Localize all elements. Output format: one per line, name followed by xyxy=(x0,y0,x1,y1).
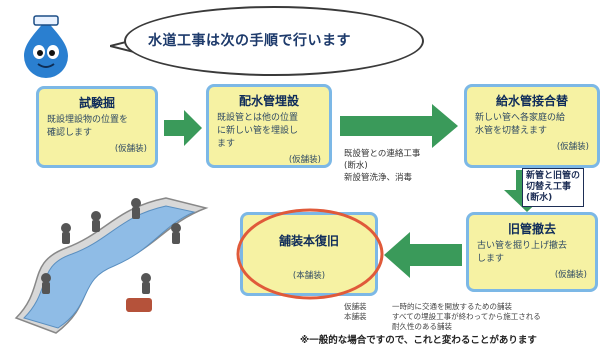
step-desc: 新しい管へ各家庭の給 水管を切替えます xyxy=(475,112,589,138)
step-desc-line: 既設埋設物の位置を xyxy=(47,115,129,125)
step-tag: (本舗装) xyxy=(292,271,326,281)
footnote: ※一般的な場合ですので、これと変わることがあります xyxy=(300,335,537,346)
highlight-circle xyxy=(236,208,384,300)
legend-desc: 一時的に交通を開放するための舗装 xyxy=(392,302,512,311)
step-final-paving: 舗装本復旧 (本舗装) xyxy=(240,212,378,296)
step-title: 試験掘 xyxy=(78,96,115,110)
bubble-text: 水道工事は次の手順で行います xyxy=(148,33,351,49)
step-tag: (仮舗装) xyxy=(288,155,321,165)
arrow-left-icon xyxy=(384,232,462,278)
legend-row: 仮舗装 一時的に交通を開放するための舗装 xyxy=(344,302,541,312)
note-line: 既設管との連絡工事 xyxy=(344,149,421,159)
water-drop-mascot-icon xyxy=(24,15,68,78)
step-desc: 古い管を掘り上げ撤去 します xyxy=(477,240,587,266)
step-tag: (仮舗装) xyxy=(554,270,587,280)
switch-work-note: 新管と旧管の 切替え工事 (断水) xyxy=(522,168,585,207)
step-desc: 既設埋設物の位置を 確認します xyxy=(47,114,147,140)
step-desc-line: ます xyxy=(217,139,236,149)
note-line: (断水) xyxy=(344,161,368,171)
legend-term: 仮舗装 xyxy=(344,302,367,311)
step-title: 旧管撤去 xyxy=(507,222,556,236)
step-desc-line: 既設管とは他の位置 xyxy=(217,113,299,123)
step-desc-line: 新しい管へ各家庭の給 xyxy=(475,113,566,123)
step-title: 配水管埋設 xyxy=(238,94,299,108)
step-tag: (仮舗装) xyxy=(556,142,589,152)
step-desc-line: します xyxy=(477,254,505,264)
legend-desc: すべての埋設工事が終わってから施工される xyxy=(392,312,541,321)
step-title: 給水管接合替 xyxy=(495,94,568,108)
note-line: 切替え工事 xyxy=(526,182,572,192)
connection-work-note: 既設管との連絡工事 (断水) 新設管洗浄、消毒 xyxy=(344,148,420,184)
step-pipe-burial: 配水管埋設 既設管とは他の位置 に新しい管を埋設し ます (仮舗装) xyxy=(206,84,332,168)
legend-term: 本舗装 xyxy=(344,312,367,321)
arrow-right-icon xyxy=(164,110,202,146)
arrow-right-icon xyxy=(340,104,458,148)
step-desc-line: 確認します xyxy=(47,128,93,138)
legend-row: 耐久性のある舗装 xyxy=(344,322,541,332)
step-title: 舗装本復旧 xyxy=(278,234,339,248)
legend-row: 本舗装 すべての埋設工事が終わってから施工される xyxy=(344,312,541,322)
step-service-pipe-switch: 給水管接合替 新しい管へ各家庭の給 水管を切替えます (仮舗装) xyxy=(464,84,600,168)
note-line: 新設管洗浄、消毒 xyxy=(344,173,413,183)
note-line: 新管と旧管の xyxy=(526,171,581,181)
step-desc: 既設管とは他の位置 に新しい管を埋設し ます xyxy=(217,112,321,151)
paving-legend: 仮舗装 一時的に交通を開放するための舗装 本舗装 すべての埋設工事が終わってから… xyxy=(344,302,541,332)
step-desc-line: 水管を切替えます xyxy=(475,126,548,136)
step-tag: (仮舗装) xyxy=(114,144,147,154)
step-desc-line: 古い管を掘り上げ撤去 xyxy=(477,241,568,251)
note-line: (断水) xyxy=(526,193,553,203)
construction-illustration xyxy=(14,197,209,334)
step-desc-line: に新しい管を埋設し xyxy=(217,126,299,136)
legend-desc: 耐久性のある舗装 xyxy=(392,322,452,331)
step-trial-excavation: 試験掘 既設埋設物の位置を 確認します (仮舗装) xyxy=(36,86,158,168)
step-old-pipe-removal: 旧管撤去 古い管を掘り上げ撤去 します (仮舗装) xyxy=(466,212,598,292)
legend-term xyxy=(344,322,392,332)
speech-bubble xyxy=(124,6,424,76)
